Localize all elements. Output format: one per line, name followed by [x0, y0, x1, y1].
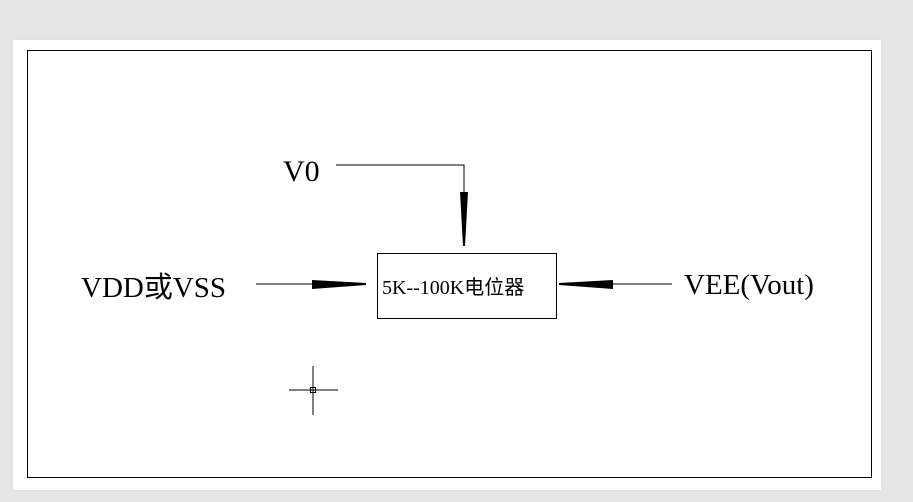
- label-vdd-vss: VDD或VSS: [81, 271, 226, 304]
- v0-wire: [336, 164, 465, 192]
- vdd-vss-arrow-icon: [312, 280, 366, 289]
- label-vee-vout: VEE(Vout): [684, 269, 814, 301]
- v0-arrow-icon: [460, 192, 468, 246]
- potentiometer-box[interactable]: [377, 253, 557, 319]
- crosshair-cursor-icon: [289, 366, 338, 415]
- label-potentiometer: 5K--100K电位器: [382, 276, 524, 299]
- label-v0: V0: [283, 155, 320, 188]
- drawing-frame: [27, 50, 872, 478]
- vee-arrow-icon: [559, 280, 613, 289]
